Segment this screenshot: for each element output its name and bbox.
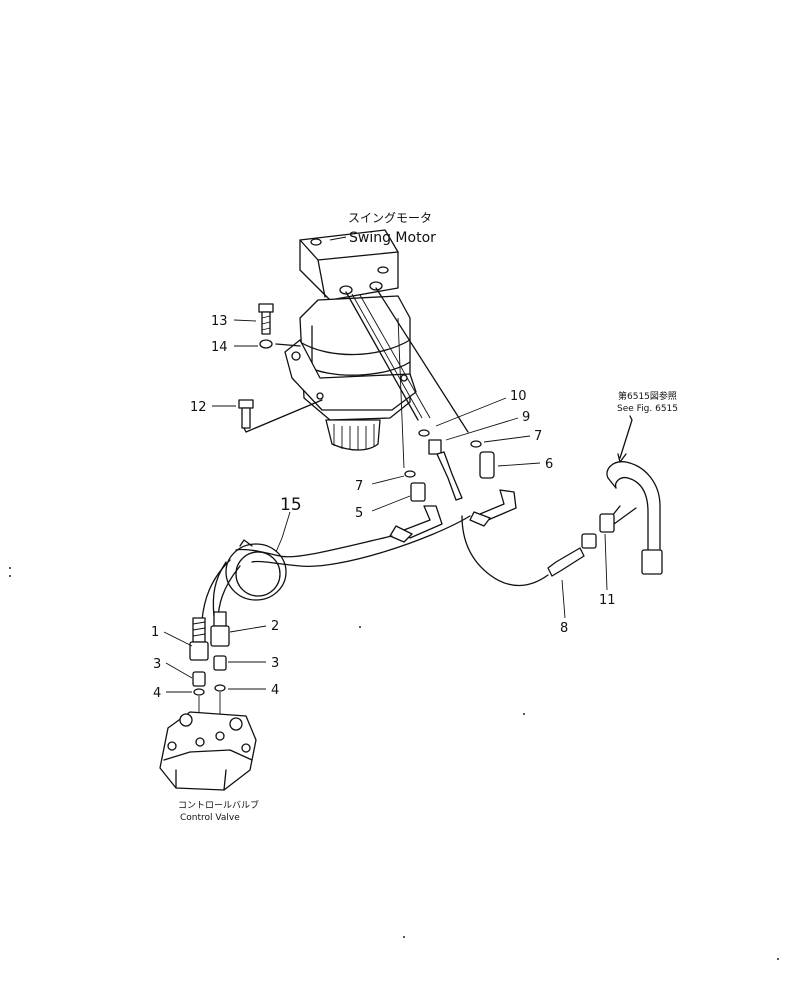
callout-9: 9 <box>522 410 530 425</box>
adapter-5 <box>410 482 426 502</box>
o-ring-4-right <box>214 684 226 692</box>
o-ring-4-left <box>193 688 205 696</box>
control-valve-label-en: Control Valve <box>180 813 240 823</box>
bolt-12 <box>238 399 254 429</box>
callout-13: 13 <box>211 314 228 329</box>
callout-3-left: 3 <box>153 657 161 672</box>
callout-11: 11 <box>599 593 616 608</box>
leader-port-a <box>345 291 419 421</box>
leader-port-b <box>375 287 469 433</box>
callout-5: 5 <box>355 506 363 521</box>
swing-motor <box>284 229 417 451</box>
fitting-3-left <box>192 671 206 687</box>
o-ring-10 <box>418 429 430 437</box>
callout-4-right: 4 <box>271 683 279 698</box>
o-ring-7b <box>404 470 416 478</box>
callout-8: 8 <box>560 621 568 636</box>
scan-specks <box>9 567 779 960</box>
control-valve-label-jp: コントロールバルブ <box>178 799 259 811</box>
pipe-fig-6515 <box>606 461 663 575</box>
callout-6: 6 <box>545 457 553 472</box>
callout-3-right: 3 <box>271 656 279 671</box>
fitting-9 <box>428 439 463 501</box>
hose-end-1 <box>189 617 209 661</box>
callout-10: 10 <box>510 389 527 404</box>
hose-15 <box>201 515 471 623</box>
see-fig-label-jp: 第6515図参照 <box>618 390 677 402</box>
swing-motor-label-jp: スイングモータ <box>348 211 432 225</box>
callout-4-left: 4 <box>153 686 161 701</box>
callout-7-left: 7 <box>355 479 363 494</box>
callout-14: 14 <box>211 340 228 355</box>
o-ring-7a <box>470 440 482 448</box>
hose-end-2 <box>210 611 230 647</box>
callout-7-right: 7 <box>534 429 542 444</box>
control-valve <box>159 711 257 791</box>
fitting-11 <box>599 513 615 533</box>
callout-2: 2 <box>271 619 279 634</box>
callout-leaders <box>163 319 608 693</box>
adapter-6 <box>479 451 495 479</box>
callout-12: 12 <box>190 400 207 415</box>
swing-motor-label-en: Swing Motor <box>349 230 436 246</box>
callout-numbers: 1 2 3 3 4 4 5 6 7 7 8 9 10 11 12 13 14 1… <box>151 314 616 701</box>
washer-14 <box>259 339 273 349</box>
bolt-13 <box>258 303 274 335</box>
fitting-3-right <box>213 655 227 671</box>
elbow-right <box>469 489 517 527</box>
elbow-left <box>389 505 443 543</box>
callout-15: 15 <box>280 495 302 515</box>
callout-1: 1 <box>151 625 159 640</box>
hose-8 <box>461 515 597 587</box>
see-fig-label-en: See Fig. 6515 <box>617 404 678 414</box>
